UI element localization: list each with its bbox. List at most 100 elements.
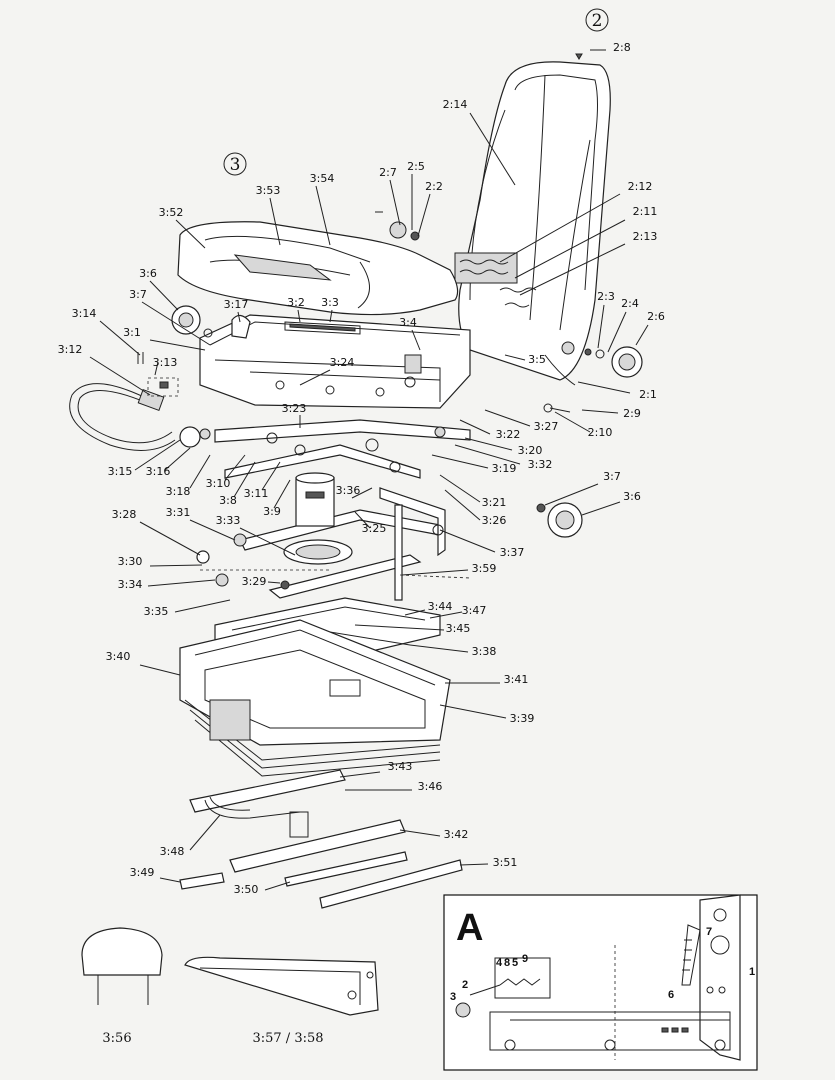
- part-number: 3:3: [321, 296, 339, 309]
- leader-line: [149, 339, 206, 351]
- part-number: 3:36: [336, 484, 361, 497]
- part-label-3-23: 3:23: [282, 402, 306, 428]
- leader-line: [459, 863, 489, 866]
- leader-line: [139, 664, 181, 676]
- part-number: 3:15: [108, 465, 133, 478]
- part-number: 2:4: [621, 297, 639, 310]
- part-number: 3:40: [106, 650, 131, 663]
- leader-line: [154, 361, 159, 376]
- part-number: 3:16: [146, 465, 171, 478]
- part-label-2-7: 2:7: [379, 166, 401, 226]
- leader-line: [149, 280, 179, 311]
- leader-line: [159, 877, 181, 883]
- part-number: 3:37: [500, 546, 525, 559]
- leader-line: [189, 454, 211, 489]
- leader-line: [399, 829, 441, 837]
- part-label-3-24: 3:24: [299, 356, 354, 386]
- slide-rails: [179, 769, 463, 909]
- leader-line: [237, 311, 241, 323]
- leader-line: [581, 501, 621, 516]
- part-number: 2:7: [379, 166, 397, 179]
- part-number: 3:28: [112, 508, 137, 521]
- cable-assembly: [69, 352, 211, 451]
- leader-line: [174, 599, 231, 613]
- part-number: 3:27: [534, 420, 559, 433]
- caption-armrest: 3:57 / 3:58: [252, 1031, 323, 1046]
- part-number: 3:29: [242, 575, 267, 588]
- leader-line: [581, 409, 619, 414]
- cap-icon: [575, 53, 583, 60]
- leader-line: [261, 461, 281, 491]
- part-label-3-35: 3:35: [144, 599, 231, 618]
- part-label-3-59: 3:59: [401, 562, 497, 576]
- part-number: 3:5: [528, 353, 546, 366]
- leader-line: [464, 437, 513, 451]
- part-number: 3:25: [362, 522, 387, 535]
- leader-line: [484, 409, 531, 427]
- inset-title: A: [456, 907, 483, 949]
- part-number: 2:12: [628, 180, 653, 193]
- part-label-3-29: 3:29: [242, 575, 281, 588]
- lower-frame: [179, 597, 451, 777]
- part-label-3-14: 3:14: [72, 307, 141, 356]
- leader-line: [315, 185, 331, 246]
- part-label-3-4: 3:4: [399, 316, 421, 351]
- part-number: 3:13: [153, 356, 178, 369]
- suspension-mechanism: [196, 419, 583, 601]
- upper-seat-frame: [171, 305, 471, 409]
- part-number: 3:59: [472, 562, 497, 575]
- part-label-3-1: 3:1: [123, 326, 206, 351]
- leader-line: [411, 329, 421, 351]
- part-label-3-40: 3:40: [106, 650, 181, 676]
- inset-A: A 1 2 3 4 5 6 7 8 9: [443, 894, 758, 1071]
- leader-line: [439, 529, 496, 553]
- part-number: 3:17: [224, 298, 249, 311]
- part-label-3-39: 3:39: [439, 704, 535, 725]
- part-number: 3:45: [446, 622, 471, 635]
- leader-line: [429, 611, 463, 619]
- leader-line: [431, 454, 489, 469]
- part-number: 2:11: [633, 205, 658, 218]
- part-number: 3:18: [166, 485, 191, 498]
- leader-line: [267, 581, 281, 584]
- leader-line: [469, 112, 516, 186]
- part-number: 3:32: [528, 458, 553, 471]
- part-number: 3:19: [492, 462, 517, 475]
- backrest: [454, 53, 611, 381]
- part-label-2-13: 2:13: [519, 230, 657, 296]
- part-number: 3:54: [310, 172, 335, 185]
- part-number: 3:39: [510, 712, 535, 725]
- leader-line: [269, 197, 281, 246]
- part-label-2-5: 2:5: [407, 160, 425, 230]
- leader-line: [147, 579, 216, 587]
- inset-num-9: 9: [522, 953, 528, 965]
- part-number: 3:6: [623, 490, 641, 503]
- part-number: 3:51: [493, 856, 518, 869]
- leader-line: [409, 644, 469, 653]
- leader-line: [99, 320, 141, 356]
- part-label-3-45: 3:45: [354, 622, 471, 635]
- part-number: 3:20: [518, 444, 543, 457]
- leader-line: [554, 411, 591, 433]
- leader-line: [134, 439, 181, 471]
- part-label-3-28: 3:28: [112, 508, 201, 556]
- part-number: 3:8: [219, 494, 237, 507]
- leader-line: [544, 483, 599, 506]
- part-number: 3:33: [216, 514, 241, 527]
- part-label-3-6: 3:6: [139, 267, 179, 311]
- part-number: 3:47: [462, 604, 487, 617]
- leader-line: [141, 301, 211, 346]
- leader-line: [401, 569, 469, 576]
- part-label-3-26: 3:26: [444, 489, 506, 527]
- part-label-3-51: 3:51: [459, 856, 518, 869]
- part-number: 3:46: [418, 780, 443, 793]
- part-label-3-22: 3:22: [459, 419, 520, 441]
- caption-headrest: 3:56: [102, 1031, 131, 1046]
- leader-line: [404, 609, 426, 616]
- part-label-2-3: 2:3: [597, 290, 615, 349]
- part-label-3-3: 3:3: [321, 296, 339, 323]
- leader-line: [189, 519, 236, 541]
- leader-line: [164, 447, 191, 471]
